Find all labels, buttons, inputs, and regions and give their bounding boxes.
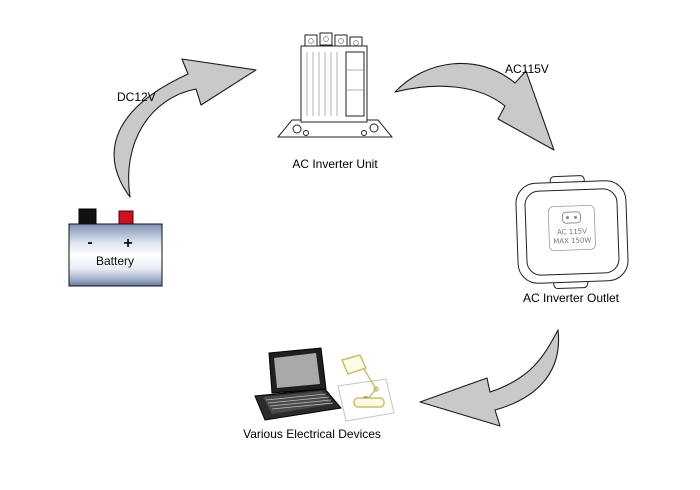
ac-inverter-unit-graphic <box>276 32 394 138</box>
ac115v-label: AC115V <box>505 62 549 76</box>
battery-positive-terminal <box>118 210 134 226</box>
desk-lamp-graphic <box>337 354 395 422</box>
inverter-terminal <box>334 34 348 48</box>
ac-inverter-outlet-label: AC Inverter Outlet <box>522 291 620 305</box>
inverter-screw-hole <box>369 123 379 133</box>
lamp-joint <box>373 386 379 392</box>
battery-minus-sign: - <box>87 234 92 251</box>
battery-label: Battery <box>96 254 134 268</box>
battery-plus-sign: + <box>123 235 132 252</box>
inverter-terminal <box>304 34 318 48</box>
laptop-screen <box>274 353 320 388</box>
lamp-head <box>340 354 368 375</box>
ac-inverter-outlet-graphic: AC 115V MAX 150W <box>515 175 629 290</box>
outlet-socket-icon <box>561 211 582 224</box>
inverter-vent-lines <box>306 52 338 116</box>
lamp-arm <box>363 368 377 401</box>
outlet-label-plate <box>547 204 596 252</box>
inverter-terminal-screw <box>323 36 329 42</box>
inverter-side-panel <box>345 51 365 117</box>
dc12v-label: DC12V <box>117 90 156 104</box>
inverter-terminal-screw <box>353 40 359 46</box>
battery-body <box>68 223 163 287</box>
various-devices-label: Various Electrical Devices <box>243 427 381 441</box>
inverter-panel-lines <box>346 69 364 91</box>
inverter-terminal-screw <box>338 38 344 44</box>
inverter-terminal-screw <box>308 38 314 44</box>
inverter-screw-hole <box>303 130 309 136</box>
laptop-graphic <box>254 347 342 421</box>
battery-negative-terminal <box>78 208 97 227</box>
arrow-outlet-to-devices <box>419 329 560 427</box>
outlet-rating-line2: MAX 150W <box>553 236 591 245</box>
outlet-socket-pin <box>565 216 569 220</box>
lamp-base <box>353 397 385 408</box>
outlet-rating-line1: AC 115V <box>557 227 587 236</box>
arrow-ac115v <box>394 62 555 151</box>
inverter-screw-hole <box>292 124 302 134</box>
arrow-dc12v <box>113 58 257 198</box>
battery-graphic: - + Battery <box>68 208 163 287</box>
laptop-key-rows <box>265 393 334 410</box>
ac-inverter-unit-label: AC Inverter Unit <box>292 157 378 171</box>
inverter-screw-hole <box>361 130 367 136</box>
outlet-socket-pin <box>573 215 577 219</box>
inverter-terminal <box>319 32 333 46</box>
